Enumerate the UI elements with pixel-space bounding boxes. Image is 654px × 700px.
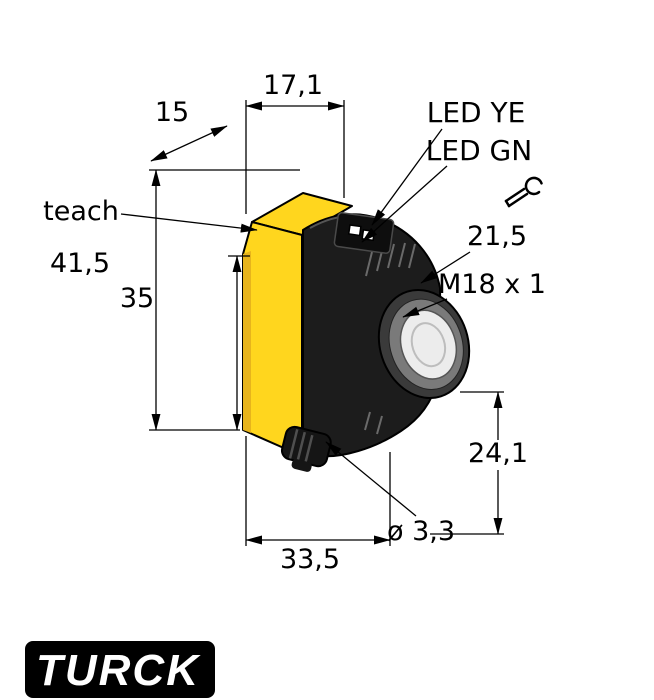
leader-line (402, 298, 448, 318)
wrench-icon (504, 176, 543, 208)
sensor-drawing (242, 192, 471, 472)
led-yellow-indicator (347, 224, 362, 237)
led-yellow-label: LED YE (427, 96, 526, 129)
brand-logo: TURCK (25, 641, 215, 698)
dim-top-width: 17,1 (245, 70, 345, 214)
dim-body-height-label: 35 (120, 283, 154, 314)
callout-led-green: LED GN (361, 134, 532, 243)
dimension-line (150, 125, 228, 162)
sensor-left-edge-shade (243, 251, 251, 433)
leader-line (325, 441, 417, 517)
dim-depth-label: 15 (155, 97, 189, 128)
dim-wrench-flat-label: 21,5 (467, 221, 527, 252)
teach-label: teach (43, 196, 119, 227)
leader-line (361, 165, 448, 243)
lens-assembly (377, 288, 471, 400)
leader-line (371, 128, 443, 226)
dim-top-width-label: 17,1 (263, 70, 323, 101)
dim-depth: 15 (150, 97, 228, 162)
lens-inner-ring (410, 322, 447, 368)
thread-lines (364, 242, 416, 435)
brand-logo-text: TURCK (36, 646, 201, 695)
leader-line (420, 251, 471, 284)
connector-ribs (288, 429, 314, 465)
leader-line (120, 213, 258, 233)
dim-lens-height: 24,1 (430, 391, 533, 535)
callout-teach: teach (43, 196, 258, 233)
dim-total-height: 41,5 (50, 169, 300, 431)
connector (280, 425, 332, 472)
dim-wrench-flat: 21,5 (420, 221, 527, 284)
thread-label: M18 x 1 (438, 269, 546, 300)
dim-body-height: 35 (120, 255, 250, 431)
dim-bottom-width-label: 33,5 (280, 544, 340, 575)
dim-bottom-width: 33,5 (245, 436, 391, 575)
led-window (333, 212, 395, 254)
dim-lens-height-label: 24,1 (468, 438, 528, 469)
dim-hole-diameter: ø 3,3 (325, 441, 455, 547)
brand-logo-box (25, 641, 215, 698)
callout-thread: M18 x 1 (402, 269, 546, 318)
dim-hole-diameter-label: ø 3,3 (387, 516, 455, 547)
connector-tip (291, 459, 312, 472)
sensor-side-face (242, 221, 303, 457)
dim-total-height-label: 41,5 (50, 248, 110, 279)
led-green-indicator (361, 229, 376, 242)
callout-led-yellow: LED YE (371, 96, 526, 226)
led-green-label: LED GN (426, 134, 532, 167)
dim-label-mask (463, 440, 533, 470)
